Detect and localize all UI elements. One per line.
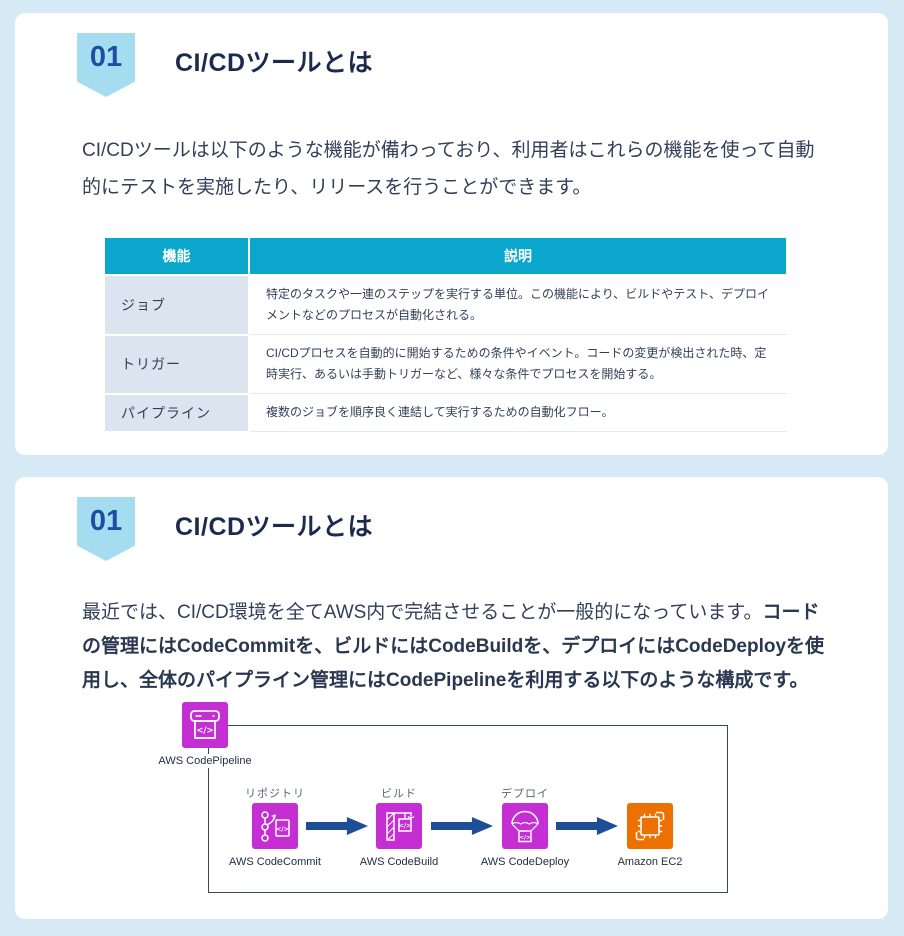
table-row-trigger: トリガー CI/CDプロセスを自動的に開始するための条件やイベント。コードの変更… [103, 333, 787, 395]
stage-label [585, 785, 715, 800]
svg-text:</>: </> [276, 825, 289, 833]
section-number-badge: 01 [77, 33, 135, 97]
table-header-feature: 機能 [103, 236, 250, 276]
table-header-row: 機能 説明 [103, 236, 788, 276]
codepipeline-label: AWS CodePipeline [153, 754, 257, 768]
row-feature-label: パイプライン [103, 392, 250, 433]
intro-paragraph: CI/CDツールは以下のような機能が備わっており、利用者はこれらの機能を使って自… [82, 140, 815, 198]
row-description: 複数のジョブを順序良く連結して実行するための自動化フロー。 [248, 393, 787, 432]
section-card-cicd-features: 01 CI/CDツールとは CI/CDツールは以下のような機能が備わっており、利… [15, 13, 888, 455]
table-header-description: 説明 [248, 236, 788, 276]
section-card-aws-pipeline: 01 CI/CDツールとは 最近では、CI/CD環境を全てAWS内で完結させるこ… [15, 477, 888, 919]
aws-paragraph-normal: 最近では、CI/CD環境を全てAWS内で完結させることが一般的になっています。 [82, 602, 763, 623]
row-feature-label: トリガー [103, 333, 250, 395]
row-feature-label: ジョブ [103, 274, 250, 336]
pipeline-step-ec2: Amazon EC2 [585, 785, 715, 868]
pipeline-step-codedeploy: デプロイ </> AWS CodeDeploy [460, 785, 590, 868]
service-label: AWS CodeBuild [359, 856, 439, 868]
row-description: 特定のタスクや一連のステップを実行する単位。この機能により、ビルドやテスト、デプ… [248, 275, 787, 335]
row-description: CI/CDプロセスを自動的に開始するための条件やイベント。コードの変更が検出され… [248, 334, 787, 394]
feature-table-body: ジョブ 特定のタスクや一連のステップを実行する単位。この機能により、ビルドやテス… [103, 274, 787, 433]
table-row-job: ジョブ 特定のタスクや一連のステップを実行する単位。この機能により、ビルドやテス… [103, 274, 787, 336]
stage-label: デプロイ [501, 788, 549, 800]
aws-paragraph-bold: コードの管理にはCodeCommitを、ビルドにはCodeBuildを、デプロイ… [82, 602, 825, 691]
section-header: 01 CI/CDツールとは [77, 33, 373, 97]
svg-text:</>: </> [519, 835, 531, 841]
aws-paragraph: 最近では、CI/CD環境を全てAWS内で完結させることが一般的になっています。コ… [82, 596, 827, 698]
ec2-icon [627, 803, 673, 849]
codepipeline-icon: </> [182, 702, 228, 748]
section-title: CI/CDツールとは [175, 513, 374, 541]
service-label: AWS CodeCommit [229, 856, 321, 868]
svg-text:</>: </> [196, 726, 213, 736]
codedeploy-icon: </> [502, 803, 548, 849]
stage-label: ビルド [381, 788, 417, 800]
feature-table-head: 機能 説明 [103, 236, 788, 276]
section-number-badge: 01 [77, 497, 135, 561]
service-label: AWS CodeDeploy [480, 856, 570, 868]
stage-label: リポジトリ [245, 788, 305, 800]
pipeline-diagram: </> AWS CodePipeline リポジトリ </> AWS CodeC… [82, 700, 821, 905]
service-label: Amazon EC2 [617, 856, 683, 868]
section-header: 01 CI/CDツールとは [77, 497, 373, 561]
codebuild-icon: </> [376, 803, 422, 849]
pipeline-step-codecommit: リポジトリ </> AWS CodeCommit [210, 785, 340, 868]
section-number: 01 [89, 505, 123, 537]
feature-table: 機能 説明 ジョブ 特定のタスクや一連のステップを実行する単位。この機能により、… [103, 236, 788, 433]
section-number: 01 [89, 41, 123, 73]
section-title: CI/CDツールとは [175, 49, 374, 77]
table-row-pipeline: パイプライン 複数のジョブを順序良く連結して実行するための自動化フロー。 [103, 392, 787, 433]
codecommit-icon: </> [252, 803, 298, 849]
pipeline-step-codebuild: ビルド </> AWS CodeBuild [334, 785, 464, 868]
svg-text:</>: </> [399, 823, 411, 830]
